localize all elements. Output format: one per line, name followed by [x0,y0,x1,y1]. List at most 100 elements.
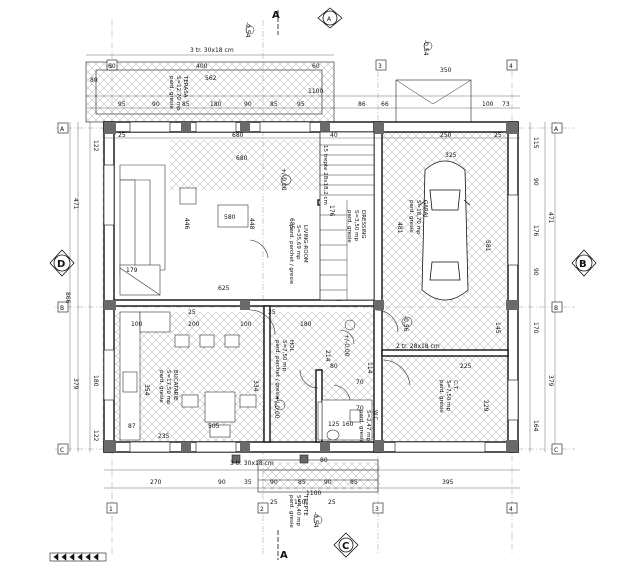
room-garaj-floor: pard. gresie [408,200,414,233]
dim-row2-250: 250 [440,132,452,139]
dim-stair-2tr: 2 tr. 28x18 cm [396,343,440,350]
dim-garage-481: 481 [396,222,403,234]
columns [104,122,518,452]
level-top-left: -0,54 [244,22,251,38]
dimension-lines [69,54,556,489]
axis-left-b: B [60,305,64,312]
dim-bottom-90: 90 [218,479,226,486]
room-labels: TERASA S=12,70 mp pard. gresie LIVING-RO… [158,75,458,528]
dim-bottom-90b: 90 [270,479,278,486]
room-trepte-floor: pard. gresie [288,495,294,528]
dim-living-680: 680 [236,155,248,162]
dim-garage-325: 325 [445,152,457,159]
dim-top-95b: 95 [297,101,305,108]
axis-left-a: A [60,126,65,133]
dim-mid-200: 200 [188,321,200,328]
stair [319,131,375,301]
dim-top-90a: 90 [152,101,160,108]
dim-mid-214: 214 [324,350,331,362]
dim-top-left-60: 60 [108,63,116,70]
level-hol: +/-0,00 [343,334,350,357]
room-bucatarie-area: S=17,50 mp [165,370,171,405]
dim-top-left-80: 80 [90,77,98,84]
axis-bottom-2: 2 [260,506,264,513]
dim-mid-229: 229 [482,400,489,412]
room-terasa-name: TERASA [182,75,188,98]
dim-bottom-270: 270 [150,479,162,486]
dim-hol-70a: 70 [356,379,364,386]
dim-bottom-80: 80 [320,457,328,464]
circle-left-label: D [57,259,65,270]
dim-hol-80: 80 [330,363,338,370]
circle-right-label: B [579,259,587,270]
circle-bottom-label: C [342,541,349,552]
dim-right-115: 115 [532,137,539,149]
dim-kitchen-505: 505 [208,423,220,430]
axis-bottom-3: 3 [375,506,379,513]
dim-top-overall: 3 tr. 30x18 cm [190,47,234,54]
section-markers [49,7,597,560]
room-terasa-area: S=12,70 mp [175,76,181,111]
dim-kitchen-334: 334 [252,380,259,392]
axis-markers [57,59,563,514]
dim-terrace-inner: 562 [205,75,217,82]
dim-right-471: 471 [547,212,554,224]
dim-left-180: 180 [92,375,99,387]
windows [103,121,519,453]
dim-bottom-25b: 25 [328,499,336,506]
axis-top-1: 1 [109,63,113,70]
dim-right-379: 379 [547,375,554,387]
room-wc-name: W.C. [372,410,378,422]
room-dressing-area: S=3,50 mp [353,210,359,241]
dim-living-179: 179 [126,267,138,274]
room-terasa-floor: pard. gresie [168,76,174,109]
dim-bottom-overall: 3 tr. 30x18 cm [230,460,274,467]
dim-top-95a: 95 [118,101,126,108]
room-wc-floor: pard. gresie [358,410,364,443]
dim-living-580: 580 [224,214,236,221]
dim-left-471: 471 [72,198,79,210]
axis-right-c: C [554,447,558,454]
dim-left-866: 866 [64,292,71,304]
axis-bottom-1: 1 [109,506,113,513]
dim-kitchen-354: 354 [143,384,150,396]
room-ct-name: C.T. [452,380,458,390]
dim-kitchen-235: 235 [158,433,170,440]
axis-right-a: A [554,126,559,133]
level-texts: +/-0,00 +/-0,00 +/-0,00 -0,54 -0,54 -0,5… [244,22,429,528]
room-hol-floor: pard. parchet / gresie [274,340,280,400]
dim-row2-25b: 25 [494,132,502,139]
dim-hol-160: 160 [342,421,354,428]
room-garaj-name: GARAJ [422,200,428,217]
room-garaj-area: S=18,70 mp [415,200,421,235]
level-garage: -0,56 [402,316,409,332]
level-top-right: -0,54 [422,40,429,56]
axis-bottom-4: 4 [509,506,513,513]
room-trepte-area: S=4,40 mp [295,495,301,526]
dim-right-90b: 90 [532,268,539,276]
dim-top-100: 100 [482,101,494,108]
dim-bottom-35a: 35 [244,479,252,486]
room-dressing-floor: pard. gresie [346,210,352,243]
dim-right-145: 145 [494,322,501,334]
room-ct-area: S=7,50 mp [445,380,451,411]
dim-mid-100b: 100 [240,321,252,328]
wc-fixtures [317,399,373,441]
dim-top-73: 73 [502,101,510,108]
dim-right-176: 176 [532,225,539,237]
axis-left-c: C [60,447,64,454]
circle-top-label: A [327,16,332,23]
dim-bottom-150: 150 [294,499,306,506]
dim-bottom-85b: 85 [350,479,358,486]
axis-top-3: 3 [378,63,382,70]
dim-mid-180: 180 [300,321,312,328]
room-ct-floor: pard. gresie [438,380,444,413]
dim-living-448: 448 [248,218,255,230]
section-top-label: A [272,10,280,21]
dim-top-right-60: 60 [312,63,320,70]
dim-mid-25b: 25 [268,309,276,316]
room-living-floor: pard. parchet / gresie [288,225,294,285]
room-hol-name: HOL [288,340,294,352]
dim-row2-40: 40 [330,132,338,139]
